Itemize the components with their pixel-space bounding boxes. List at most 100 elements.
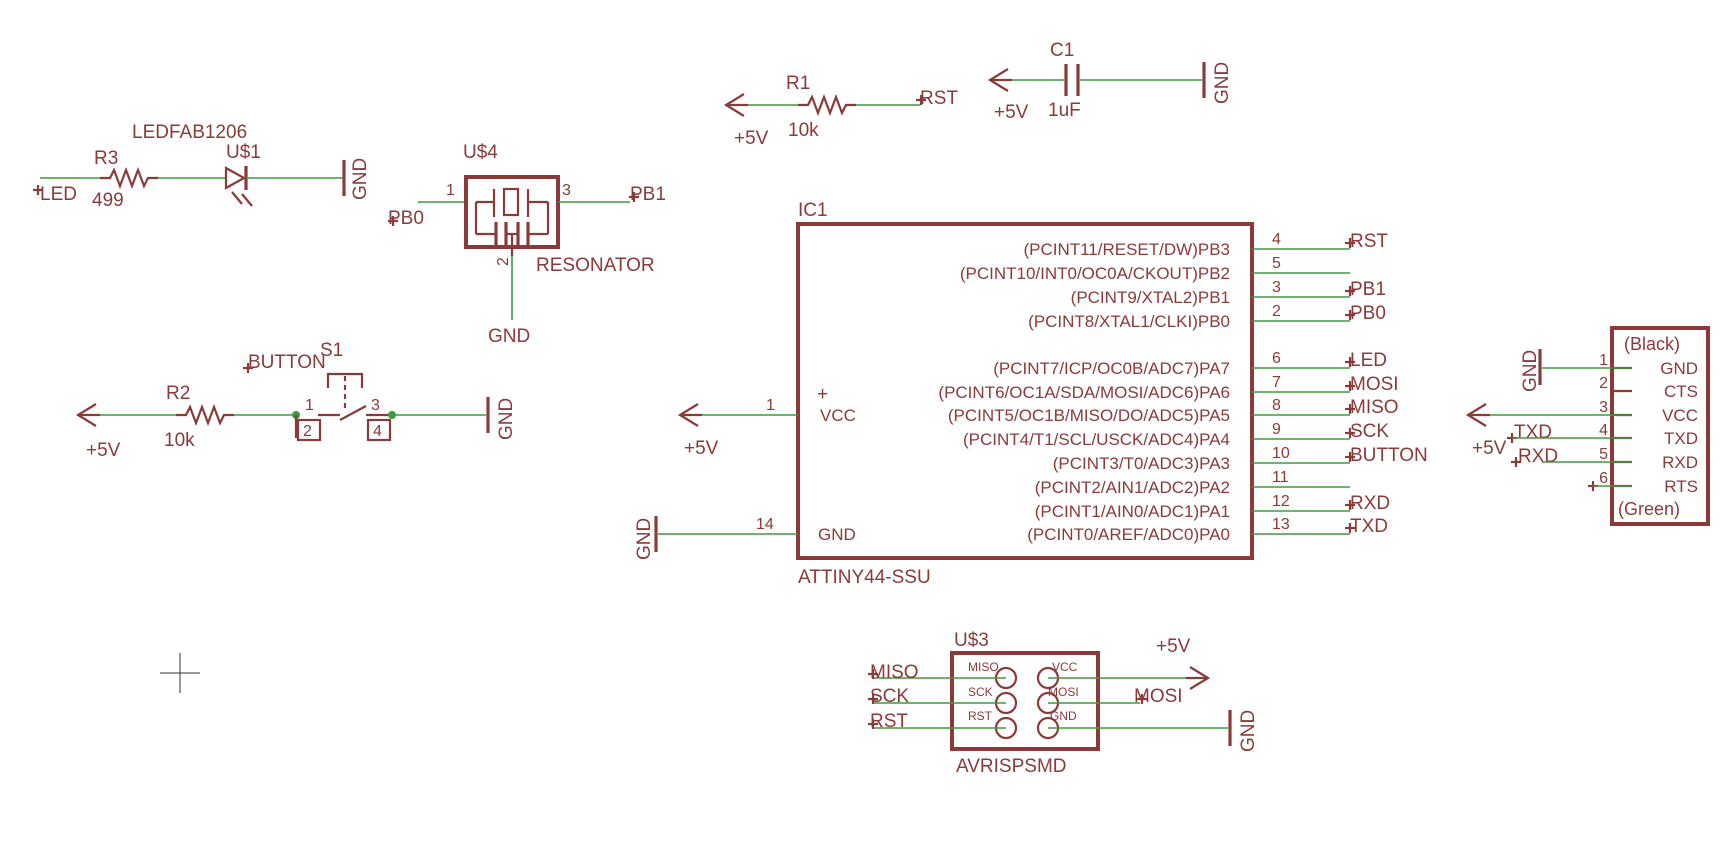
ic1-pin-name: (PCINT2/AIN1/ADC2)PA2 [1035,478,1230,497]
ic1-net-label: TXD [1350,516,1388,537]
ic1-pin-row[interactable]: (PCINT0/AREF/ADC0)PA0 13 TXD [1027,516,1388,544]
ic1-net-label: BUTTON [1350,445,1428,466]
r2-ref: R2 [166,383,190,404]
ftdi-pin-number: 2 [1599,375,1608,392]
ftdi-pin-number: 5 [1599,446,1608,463]
ic1-ref: IC1 [798,200,828,221]
ic1-vcc-pin: 1 [766,397,775,414]
ic1-net-label: MISO [1350,397,1399,418]
c1-value: 1uF [1048,100,1081,121]
net-label-txd: TXD [1514,422,1552,443]
resonator-name: RESONATOR [536,255,655,276]
ftdi-pin-name: RXD [1662,453,1698,472]
ic1-pin-name: (PCINT11/RESET/DW)PB3 [1023,240,1230,259]
r3-ref: R3 [94,148,118,169]
vcc-label: +5V [1472,438,1507,459]
r2-value: 10k [164,430,195,451]
ftdi-pin-name: VCC [1662,406,1698,425]
ic1-net-label: RST [1350,231,1388,252]
isp-part: AVRISPSMD [956,756,1067,777]
isp-header[interactable]: U$3 AVRISPSMD MISO SCK RST VCC MOSI GND … [868,630,1259,777]
led-arrow [231,191,243,205]
net-label-mosi: MOSI [1134,686,1183,707]
ic1-net-label: LED [1350,350,1387,371]
net-label-rst: RST [920,88,958,109]
isp-pin-vcc: VCC [1052,660,1078,674]
resonator-pin3: 3 [562,182,571,199]
ftdi-pin-number: 1 [1599,352,1608,369]
led-circuit[interactable]: LED R3 499 LEDFAB1206 U$1 GND [33,122,371,211]
led-diode[interactable] [224,166,247,190]
ic1-net-label: PB1 [1350,279,1386,300]
r1-value: 10k [788,120,819,141]
isp-ref: U$3 [954,630,989,651]
net-label-rst: RST [870,711,908,732]
resistor-r1[interactable] [798,93,856,117]
gnd-label: GND [350,158,371,200]
ic1-pin-number: 8 [1272,397,1281,414]
ic1-body[interactable] [796,222,1254,560]
gnd-label: GND [488,326,530,347]
isp-pin-rst: RST [968,709,993,723]
s1-pin3: 3 [371,397,380,414]
vcc-label: +5V [994,102,1029,123]
ic1-pin-name: (PCINT10/INT0/OC0A/CKOUT)PB2 [960,264,1230,283]
ftdi-pin-number: 3 [1599,399,1608,416]
ic1-pin-number: 13 [1272,516,1290,533]
ic1-pin-name: (PCINT1/AIN0/ADC1)PA1 [1035,502,1230,521]
ic1-pin-row[interactable]: (PCINT5/OC1B/MISO/DO/ADC5)PA5 8 MISO [948,397,1399,425]
net-label-sck: SCK [870,686,909,707]
led-package: LEDFAB1206 [132,122,247,143]
ftdi-pin-name: TXD [1664,429,1698,448]
net-label-button: BUTTON [248,352,326,373]
s1-pin4: 4 [373,423,382,440]
net-label-rxd: RXD [1518,446,1558,467]
ic1-pin-name: (PCINT4/T1/SCL/USCK/ADC4)PA4 [963,430,1230,449]
ic1-net-label: MOSI [1350,374,1399,395]
button-circuit[interactable]: +5V R2 10k 2 1 3 4 GND S1 BUTTON [75,340,517,461]
ftdi-pin-name: RTS [1664,477,1698,496]
gnd-label: GND [1520,350,1541,392]
capacitor-circuit[interactable]: +5V C1 1uF GND [987,40,1233,123]
ic1-pin-number: 7 [1272,374,1281,391]
led-ref: U$1 [226,142,261,163]
ftdi-top-label: (Black) [1624,334,1680,354]
r1-ref: R1 [786,73,810,94]
vcc-label: +5V [734,128,769,149]
isp-pin-miso: MISO [968,660,999,674]
ftdi-pin-name: GND [1660,359,1698,378]
crosshair-cursor-icon [160,653,200,693]
rst-pullup[interactable]: +5V R1 10k RST [723,73,958,149]
resistor-r3[interactable] [100,166,158,190]
resistor-r2[interactable] [176,403,234,427]
s1-pin2: 2 [303,423,312,440]
gnd-label: GND [1212,62,1233,104]
ic1-attiny44[interactable]: IC1 ATTINY44-SSU +5V 1 VCC + GND 14 GND … [634,200,1428,588]
resonator-circuit[interactable]: PB0 1 3 PB1 2 GND U$4 RESONATOR [388,142,666,347]
ic1-pin-name: (PCINT0/AREF/ADC0)PA0 [1027,525,1230,544]
ftdi-pin-number: 4 [1599,422,1608,439]
net-label-miso: MISO [870,662,919,683]
ic1-net-label: PB0 [1350,303,1386,324]
isp-pin-mosi: MOSI [1048,685,1079,699]
ic1-pin-name: (PCINT5/OC1B/MISO/DO/ADC5)PA5 [948,406,1230,425]
isp-pin-gnd: GND [1050,709,1077,723]
ftdi-body[interactable] [1610,326,1710,526]
ic1-gnd-pin: 14 [756,516,774,533]
switch-pin-box [296,418,322,442]
resonator-pin2: 2 [495,257,512,266]
isp-body[interactable] [950,651,1100,751]
